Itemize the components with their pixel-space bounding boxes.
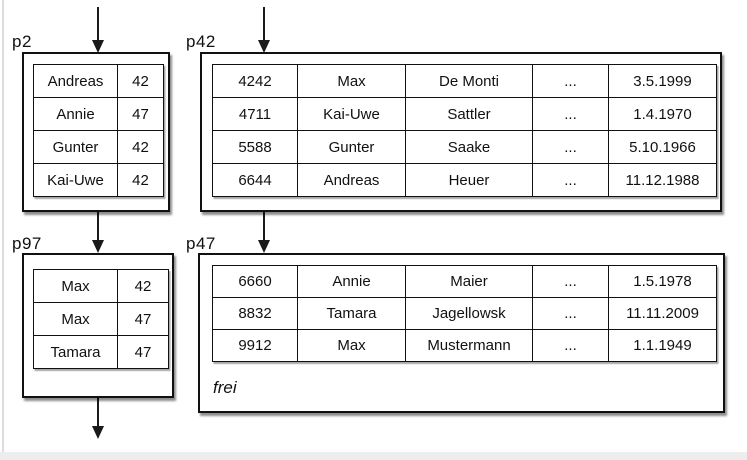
- data-table-p47: 6660 Annie Maier ... 1.5.1978 8832 Tamar…: [212, 265, 717, 362]
- table-row: 6660 Annie Maier ... 1.5.1978: [212, 265, 717, 298]
- arrow-head-icon: [257, 40, 270, 53]
- pageno-cell: 47: [117, 97, 164, 131]
- name-cell: Andreas: [33, 64, 118, 98]
- table-row: Max 42: [33, 269, 169, 303]
- arrow-shaft: [96, 212, 99, 240]
- table-row: Andreas 42: [33, 64, 164, 98]
- page-label-p47: p47: [186, 234, 216, 253]
- pageno-cell: 42: [117, 64, 164, 98]
- bottom-strip: [0, 452, 747, 460]
- arrow-down-into-p42: [257, 7, 270, 53]
- ellipsis-cell: ...: [532, 130, 609, 164]
- name-cell: Annie: [33, 97, 118, 131]
- name-cell: Max: [33, 302, 118, 336]
- id-cell: 5588: [212, 130, 298, 164]
- id-cell: 9912: [212, 329, 298, 362]
- date-cell: 3.5.1999: [608, 64, 717, 98]
- table-row: Max 47: [33, 302, 169, 336]
- firstname-cell: Max: [297, 64, 406, 98]
- index-table-p97: Max 42 Max 47 Tamara 47: [33, 269, 169, 369]
- firstname-cell: Kai-Uwe: [297, 97, 406, 131]
- pageno-cell: 42: [117, 163, 164, 197]
- lastname-cell: Sattler: [405, 97, 533, 131]
- date-cell: 11.11.2009: [608, 297, 717, 330]
- ellipsis-cell: ...: [532, 265, 609, 298]
- table-row: 8832 Tamara Jagellowsk ... 11.11.2009: [212, 297, 717, 330]
- firstname-cell: Annie: [297, 265, 406, 298]
- arrow-out-of-p97: [91, 398, 104, 439]
- name-cell: Tamara: [33, 335, 118, 369]
- table-row: Kai-Uwe 42: [33, 163, 164, 197]
- ellipsis-cell: ...: [532, 329, 609, 362]
- date-cell: 5.10.1966: [608, 130, 717, 164]
- pageno-cell: 47: [117, 335, 169, 369]
- table-row: 9912 Max Mustermann ... 1.1.1949: [212, 329, 717, 362]
- page-edge-line: [2, 0, 4, 452]
- arrow-shaft: [262, 7, 265, 40]
- table-row: 5588 Gunter Saake ... 5.10.1966: [212, 130, 717, 164]
- data-table-p42: 4242 Max De Monti ... 3.5.1999 4711 Kai-…: [212, 64, 717, 197]
- page-label-p2: p2: [12, 32, 32, 51]
- ellipsis-cell: ...: [532, 97, 609, 131]
- index-table-p2: Andreas 42 Annie 47 Gunter 42 Kai-Uwe 42: [33, 64, 164, 197]
- lastname-cell: Heuer: [405, 163, 533, 197]
- date-cell: 1.1.1949: [608, 329, 717, 362]
- table-row: Tamara 47: [33, 335, 169, 369]
- firstname-cell: Max: [297, 329, 406, 362]
- firstname-cell: Andreas: [297, 163, 406, 197]
- id-cell: 4242: [212, 64, 298, 98]
- arrow-head-icon: [91, 240, 104, 253]
- table-row: 6644 Andreas Heuer ... 11.12.1988: [212, 163, 717, 197]
- lastname-cell: Jagellowsk: [405, 297, 533, 330]
- lastname-cell: Saake: [405, 130, 533, 164]
- page-label-p97: p97: [12, 234, 42, 253]
- firstname-cell: Gunter: [297, 130, 406, 164]
- firstname-cell: Tamara: [297, 297, 406, 330]
- id-cell: 6644: [212, 163, 298, 197]
- ellipsis-cell: ...: [532, 297, 609, 330]
- date-cell: 11.12.1988: [608, 163, 717, 197]
- id-cell: 8832: [212, 297, 298, 330]
- arrow-p42-to-p47: [257, 212, 270, 253]
- ellipsis-cell: ...: [532, 64, 609, 98]
- table-row: 4242 Max De Monti ... 3.5.1999: [212, 64, 717, 98]
- ellipsis-cell: ...: [532, 163, 609, 197]
- date-cell: 1.4.1970: [608, 97, 717, 131]
- arrow-shaft: [96, 7, 99, 40]
- arrow-head-icon: [257, 240, 270, 253]
- id-cell: 6660: [212, 265, 298, 298]
- date-cell: 1.5.1978: [608, 265, 717, 298]
- arrow-down-into-p2: [91, 7, 104, 53]
- pageno-cell: 42: [117, 130, 164, 164]
- lastname-cell: Maier: [405, 265, 533, 298]
- name-cell: Gunter: [33, 130, 118, 164]
- page-label-p42: p42: [186, 32, 216, 51]
- arrow-shaft: [96, 398, 99, 426]
- table-row: 4711 Kai-Uwe Sattler ... 1.4.1970: [212, 97, 717, 131]
- table-row: Annie 47: [33, 97, 164, 131]
- pageno-cell: 47: [117, 302, 169, 336]
- table-row: Gunter 42: [33, 130, 164, 164]
- pageno-cell: 42: [117, 269, 169, 303]
- lastname-cell: Mustermann: [405, 329, 533, 362]
- id-cell: 4711: [212, 97, 298, 131]
- name-cell: Max: [33, 269, 118, 303]
- name-cell: Kai-Uwe: [33, 163, 118, 197]
- arrow-shaft: [262, 212, 265, 240]
- arrow-head-icon: [91, 40, 104, 53]
- lastname-cell: De Monti: [405, 64, 533, 98]
- arrow-p2-to-p97: [91, 212, 104, 253]
- arrow-head-icon: [91, 426, 104, 439]
- free-space-label: frei: [213, 378, 237, 397]
